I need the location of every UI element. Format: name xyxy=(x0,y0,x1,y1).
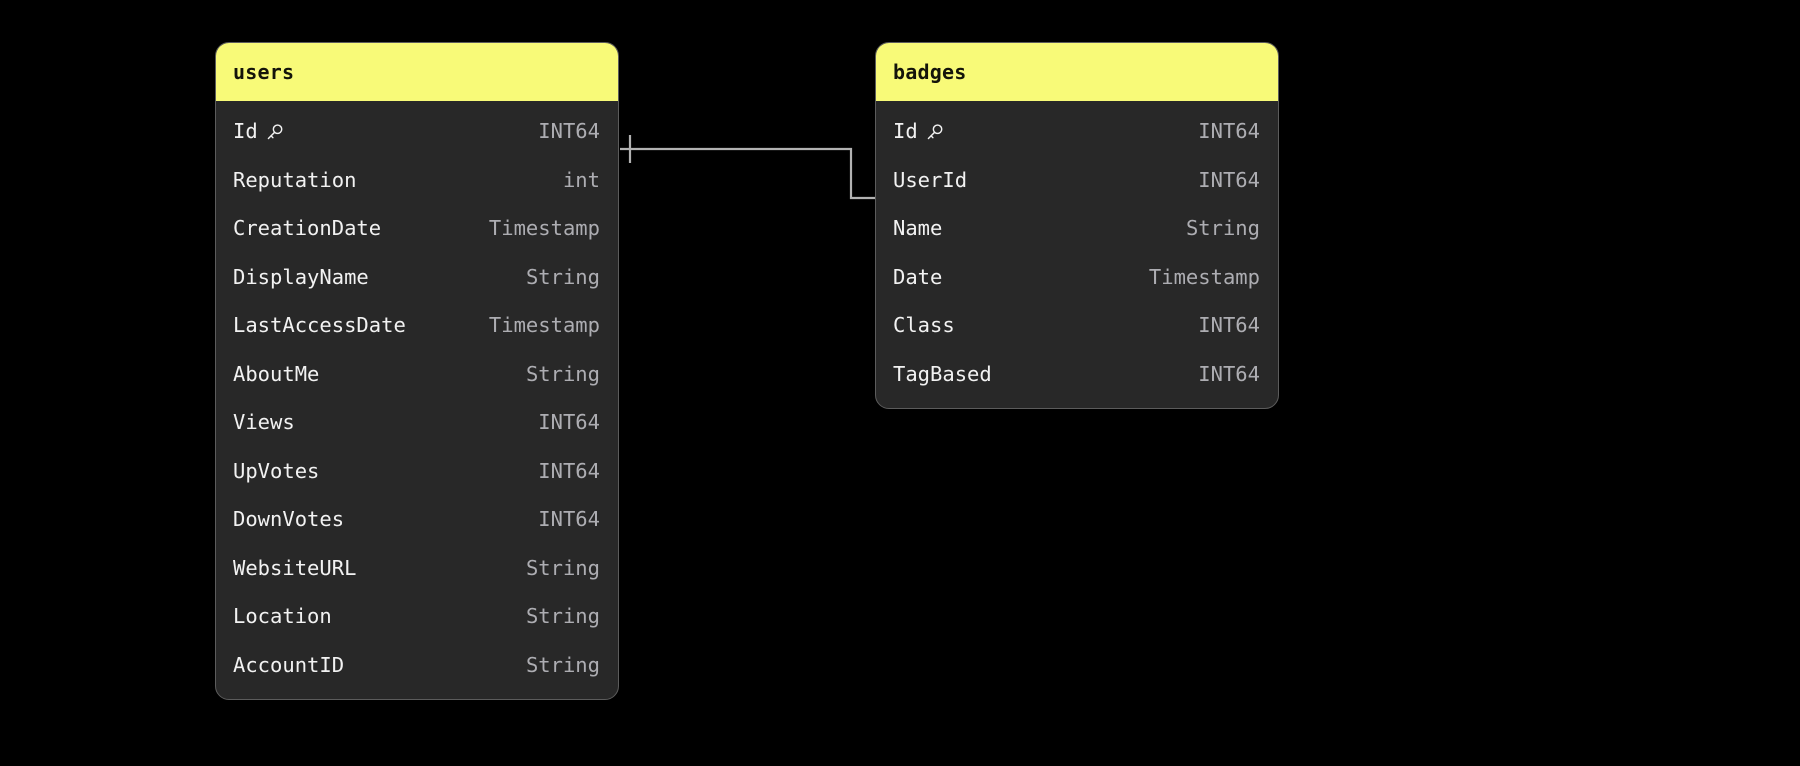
field-name: UpVotes xyxy=(233,458,320,483)
field-name-wrap: Views xyxy=(233,412,295,433)
field-type: Timestamp xyxy=(488,216,600,240)
table-row[interactable]: WebsiteURL String xyxy=(216,544,618,593)
key-icon xyxy=(265,123,284,142)
table-fields-users: Id INT64 Reputation int xyxy=(216,101,618,699)
field-type: String xyxy=(525,652,600,677)
table-row[interactable]: AccountID String xyxy=(216,641,618,690)
field-type: INT64 xyxy=(538,119,600,143)
table-row[interactable]: Name String xyxy=(876,204,1278,253)
field-name-wrap: DownVotes xyxy=(233,509,344,530)
field-name-wrap: AboutMe xyxy=(233,361,320,386)
field-name: DisplayName xyxy=(233,264,369,289)
field-name-wrap: Class xyxy=(893,315,955,336)
field-type: INT64 xyxy=(538,458,600,483)
table-row[interactable]: Id INT64 xyxy=(876,107,1278,156)
field-type: INT64 xyxy=(1198,119,1260,143)
table-row[interactable]: Reputation int xyxy=(216,156,618,205)
field-name: CreationDate xyxy=(233,216,382,240)
field-name: Id xyxy=(893,119,918,143)
field-type: int xyxy=(562,167,600,192)
field-name: UserId xyxy=(893,167,968,192)
field-name-wrap: Name xyxy=(893,218,942,239)
field-name: AboutMe xyxy=(233,361,320,386)
field-name: Location xyxy=(233,604,332,628)
table-row[interactable]: Class INT64 xyxy=(876,301,1278,350)
field-name-wrap: UpVotes xyxy=(233,458,320,483)
field-type: INT64 xyxy=(538,507,600,531)
field-name: Name xyxy=(893,216,943,240)
field-name-wrap: TagBased xyxy=(893,361,992,386)
table-title-badges: badges xyxy=(893,60,967,84)
field-type: String xyxy=(525,555,600,580)
table-header-badges[interactable]: badges xyxy=(876,43,1278,101)
table-row[interactable]: DisplayName String xyxy=(216,253,618,302)
table-row[interactable]: CreationDate Timestamp xyxy=(216,204,618,253)
field-name: Reputation xyxy=(233,167,357,192)
field-name: DownVotes xyxy=(233,507,345,531)
table-row[interactable]: Id INT64 xyxy=(216,107,618,156)
table-row[interactable]: Location String xyxy=(216,592,618,641)
field-name-wrap: Location xyxy=(233,606,332,627)
key-icon xyxy=(925,123,944,142)
field-name-wrap: UserId xyxy=(893,167,968,192)
table-row[interactable]: UpVotes INT64 xyxy=(216,447,618,496)
field-name-wrap: Id xyxy=(233,121,284,142)
field-name-wrap: DisplayName xyxy=(233,264,369,289)
field-name: Date xyxy=(893,264,943,289)
field-name-wrap: AccountID xyxy=(233,652,345,677)
table-row[interactable]: UserId INT64 xyxy=(876,156,1278,205)
table-header-users[interactable]: users xyxy=(216,43,618,101)
field-type: String xyxy=(525,361,600,386)
field-name-wrap: Date xyxy=(893,264,943,289)
field-name-wrap: Id xyxy=(893,121,944,142)
field-name: TagBased xyxy=(893,361,992,386)
field-name-wrap: CreationDate xyxy=(233,218,381,239)
field-name: AccountID xyxy=(233,652,345,677)
field-name: Class xyxy=(893,313,955,337)
field-type: String xyxy=(1185,216,1260,240)
field-name-wrap: WebsiteURL xyxy=(233,555,357,580)
field-type: String xyxy=(525,264,600,289)
table-card-users[interactable]: users Id INT64 Repu xyxy=(215,42,619,700)
table-title-users: users xyxy=(233,60,295,84)
field-type: INT64 xyxy=(1198,361,1260,386)
table-row[interactable]: AboutMe String xyxy=(216,350,618,399)
field-type: Timestamp xyxy=(488,313,600,337)
field-type: INT64 xyxy=(1198,167,1260,192)
field-name: LastAccessDate xyxy=(233,313,406,337)
field-type: INT64 xyxy=(1198,313,1260,337)
field-type: Timestamp xyxy=(1148,264,1260,289)
table-card-badges[interactable]: badges Id INT64 Use xyxy=(875,42,1279,409)
table-row[interactable]: Date Timestamp xyxy=(876,253,1278,302)
field-name-wrap: LastAccessDate xyxy=(233,315,406,336)
table-row[interactable]: DownVotes INT64 xyxy=(216,495,618,544)
table-row[interactable]: TagBased INT64 xyxy=(876,350,1278,399)
table-row[interactable]: LastAccessDate Timestamp xyxy=(216,301,618,350)
field-name: Id xyxy=(233,119,258,143)
table-row[interactable]: Views INT64 xyxy=(216,398,618,447)
table-fields-badges: Id INT64 UserId INT64 xyxy=(876,101,1278,408)
field-name: Views xyxy=(233,410,295,434)
field-type: INT64 xyxy=(538,410,600,434)
field-name: WebsiteURL xyxy=(233,555,357,580)
field-name-wrap: Reputation xyxy=(233,167,357,192)
field-type: String xyxy=(525,604,600,628)
